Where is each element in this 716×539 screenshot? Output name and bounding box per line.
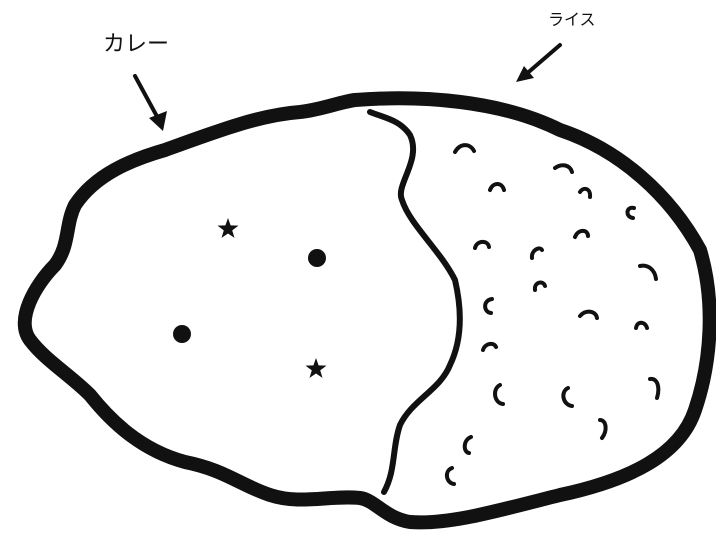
curry-arrow-icon (135, 76, 167, 131)
plate-outline (25, 98, 710, 522)
dot-icon (308, 249, 326, 267)
curry-label: カレー (103, 34, 169, 56)
rice-arrow-icon (516, 45, 560, 82)
rice-label: ライス (548, 12, 596, 28)
dot-icon (173, 325, 191, 343)
